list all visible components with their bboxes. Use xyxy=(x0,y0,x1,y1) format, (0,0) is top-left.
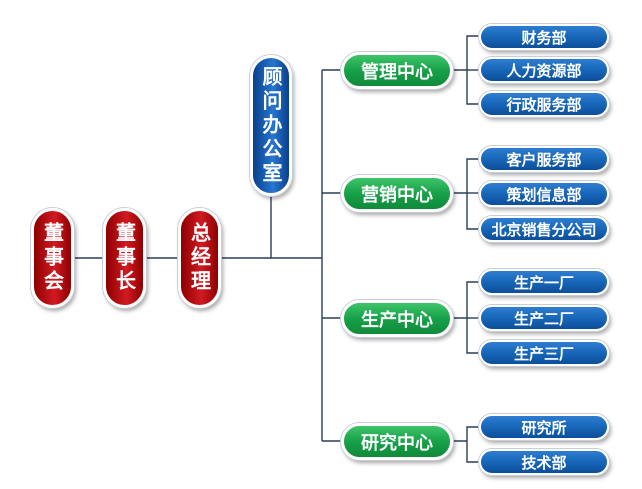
department-research-institute: 研究所 xyxy=(479,414,609,440)
advisor-office-node: 顾问办公室 xyxy=(250,55,292,196)
department-finance: 财务部 xyxy=(479,24,609,50)
department-factory-3: 生产三厂 xyxy=(479,340,609,366)
bracket-marketing xyxy=(466,158,482,230)
department-factory-1: 生产一厂 xyxy=(479,269,609,295)
center-management: 管理中心 xyxy=(341,52,453,89)
center-production: 生产中心 xyxy=(341,300,453,337)
bracket-research xyxy=(466,426,482,463)
center-marketing: 营销中心 xyxy=(341,175,453,212)
department-factory-2: 生产二厂 xyxy=(479,305,609,331)
department-beijing-sales: 北京销售分公司 xyxy=(479,216,609,242)
general-manager-node: 总经理 xyxy=(178,208,221,308)
chairman-node: 董事长 xyxy=(103,208,146,308)
center-research: 研究中心 xyxy=(341,423,453,460)
department-customer-service: 客户服务部 xyxy=(479,146,609,172)
board-node: 董事会 xyxy=(31,208,74,308)
department-planning-info: 策划信息部 xyxy=(479,181,609,207)
department-hr: 人力资源部 xyxy=(479,57,609,83)
department-admin-services: 行政服务部 xyxy=(479,91,609,117)
department-technology: 技术部 xyxy=(479,449,609,475)
